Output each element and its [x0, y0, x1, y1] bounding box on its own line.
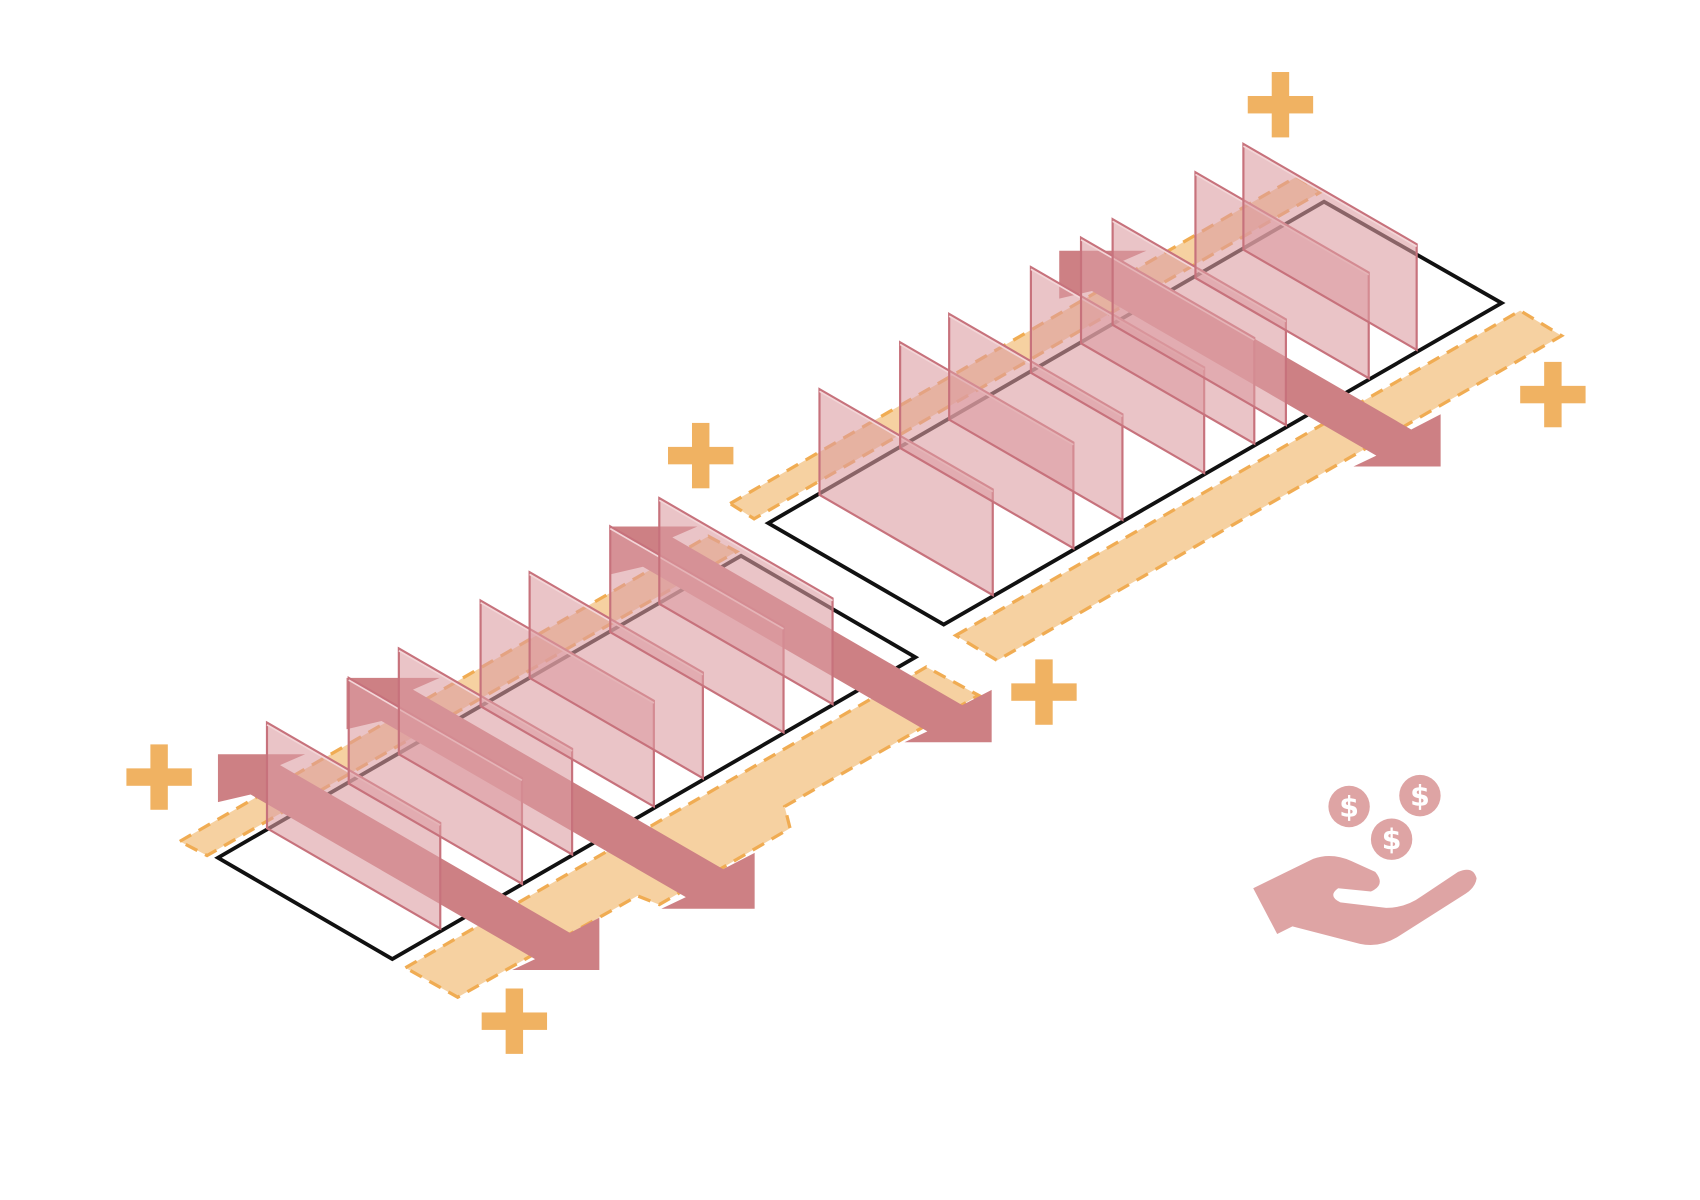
- walkway-strip: [402, 665, 982, 1000]
- plus-icon: [668, 422, 734, 489]
- hand-icon: [1253, 856, 1477, 946]
- hand-with-coins-icon: $$$: [1253, 774, 1477, 946]
- panel-top-edge: [1242, 145, 1418, 248]
- dollar-coin-icon: $: [1328, 785, 1370, 828]
- vertical-panel: [658, 496, 834, 706]
- plus-icon: [1247, 72, 1314, 138]
- currency-symbol: $: [1382, 823, 1402, 856]
- plus-markers: [126, 72, 1586, 1054]
- walkway-strip: [952, 308, 1565, 663]
- dollar-coin-icon: $: [1370, 818, 1413, 860]
- front-walkway-strips: [402, 308, 1565, 1000]
- currency-symbol: $: [1410, 779, 1430, 812]
- plus-icon: [1011, 659, 1077, 725]
- currency-symbol: $: [1339, 790, 1359, 823]
- vertical-panel: [1242, 142, 1418, 352]
- plus-icon: [481, 988, 548, 1054]
- plus-icon: [1520, 361, 1586, 428]
- plus-icon: [126, 744, 192, 810]
- vertical-panels: [265, 142, 1418, 931]
- panel-top-edge: [658, 499, 833, 602]
- dollar-coin-icon: $: [1399, 774, 1441, 817]
